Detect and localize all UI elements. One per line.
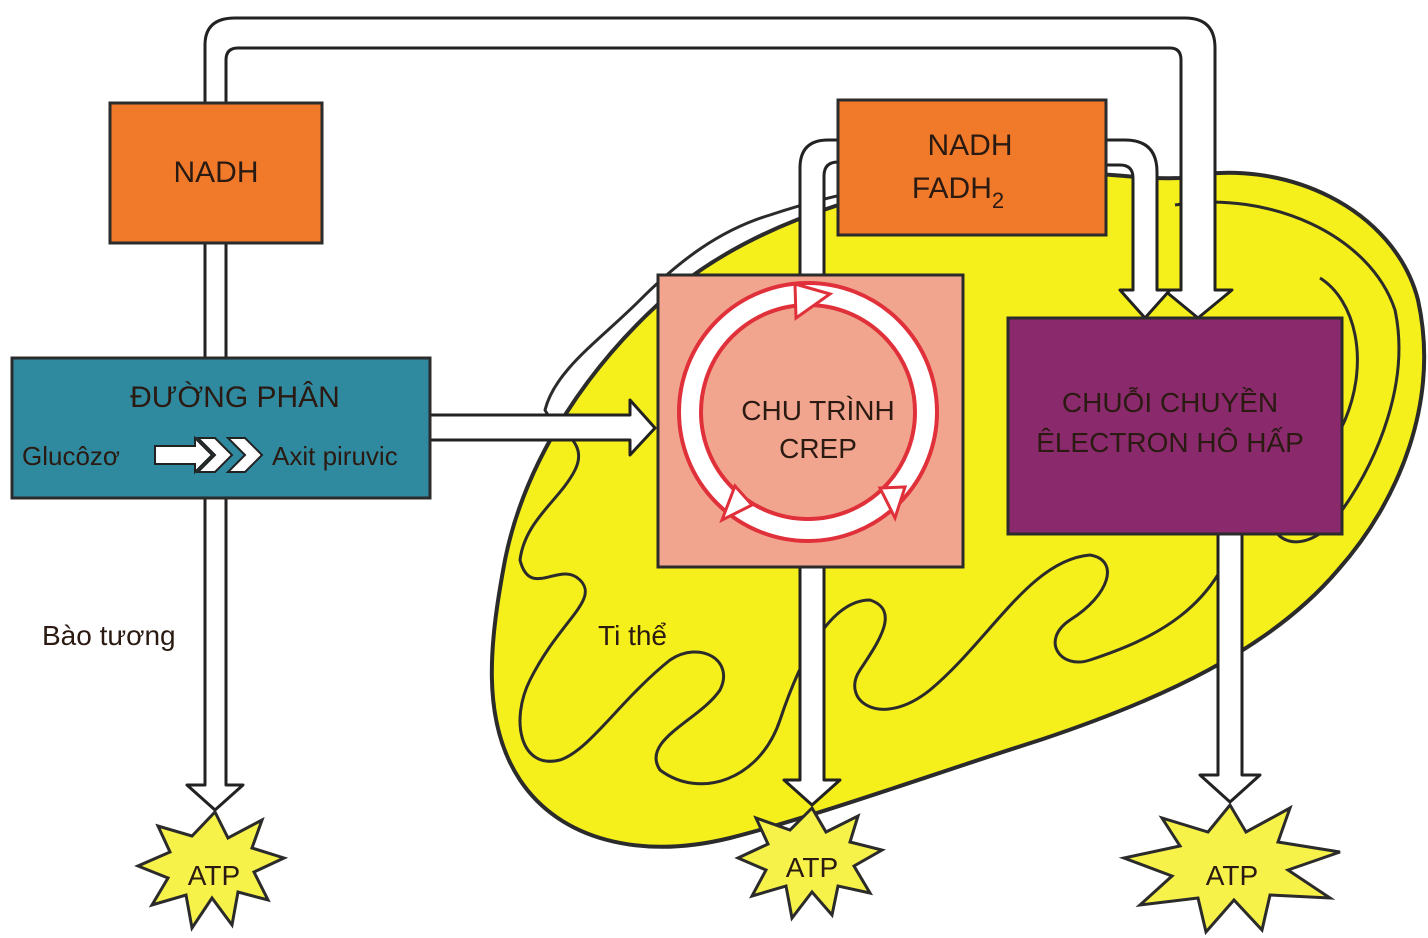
fadh-label: FADH2 — [912, 172, 1004, 213]
mitochondrion-label: Ti thể — [598, 620, 667, 651]
etc-label-line1: CHUỖI CHUYỀN — [1062, 387, 1278, 418]
triple-chevron-icon — [154, 435, 264, 475]
nadh-box-cytosol — [108, 101, 324, 245]
krebs-label-line1: CHU TRÌNH — [741, 395, 894, 426]
atp-burst-glycolysis: ATP — [134, 809, 289, 932]
krebs-atp-arrow — [782, 563, 842, 807]
glycolysis-atp-arrow — [185, 493, 245, 812]
glucose-label: Glucôzơ — [22, 441, 120, 471]
fadh-etc-arrow — [1103, 138, 1172, 320]
atp-label-3: ATP — [1206, 860, 1258, 891]
glycolysis-box — [10, 356, 432, 500]
atp-burst-etc: ATP — [1118, 802, 1341, 936]
atp-burst-krebs: ATP — [734, 805, 886, 922]
nadh-cytosol-label: NADH — [173, 156, 258, 189]
starburst-icon — [734, 805, 886, 922]
starburst-icon — [1118, 802, 1341, 936]
glycolysis-title: ĐƯỜNG PHÂN — [130, 381, 340, 414]
cycle-arrows-icon — [677, 281, 939, 543]
nadh-fadh-box — [836, 98, 1108, 237]
etc-label-line2: ÊLECTRON HÔ HẤP — [1036, 427, 1304, 458]
pyruvate-krebs-arrow — [428, 398, 657, 457]
etc-box — [1006, 316, 1344, 536]
krebs-label-line2: CREP — [779, 433, 857, 464]
cytosol-label: Bào tương — [42, 620, 176, 651]
pyruvate-label: Axit piruvic — [272, 441, 398, 471]
nadh-mito-label: NADH — [927, 129, 1012, 162]
nadh-glycolysis-connector — [203, 238, 228, 362]
etc-atp-arrow — [1198, 528, 1262, 804]
atp-label-1: ATP — [188, 860, 240, 891]
nadh-transfer-arrow — [203, 16, 1234, 320]
atp-label-2: ATP — [786, 852, 838, 883]
starburst-icon — [134, 809, 289, 932]
